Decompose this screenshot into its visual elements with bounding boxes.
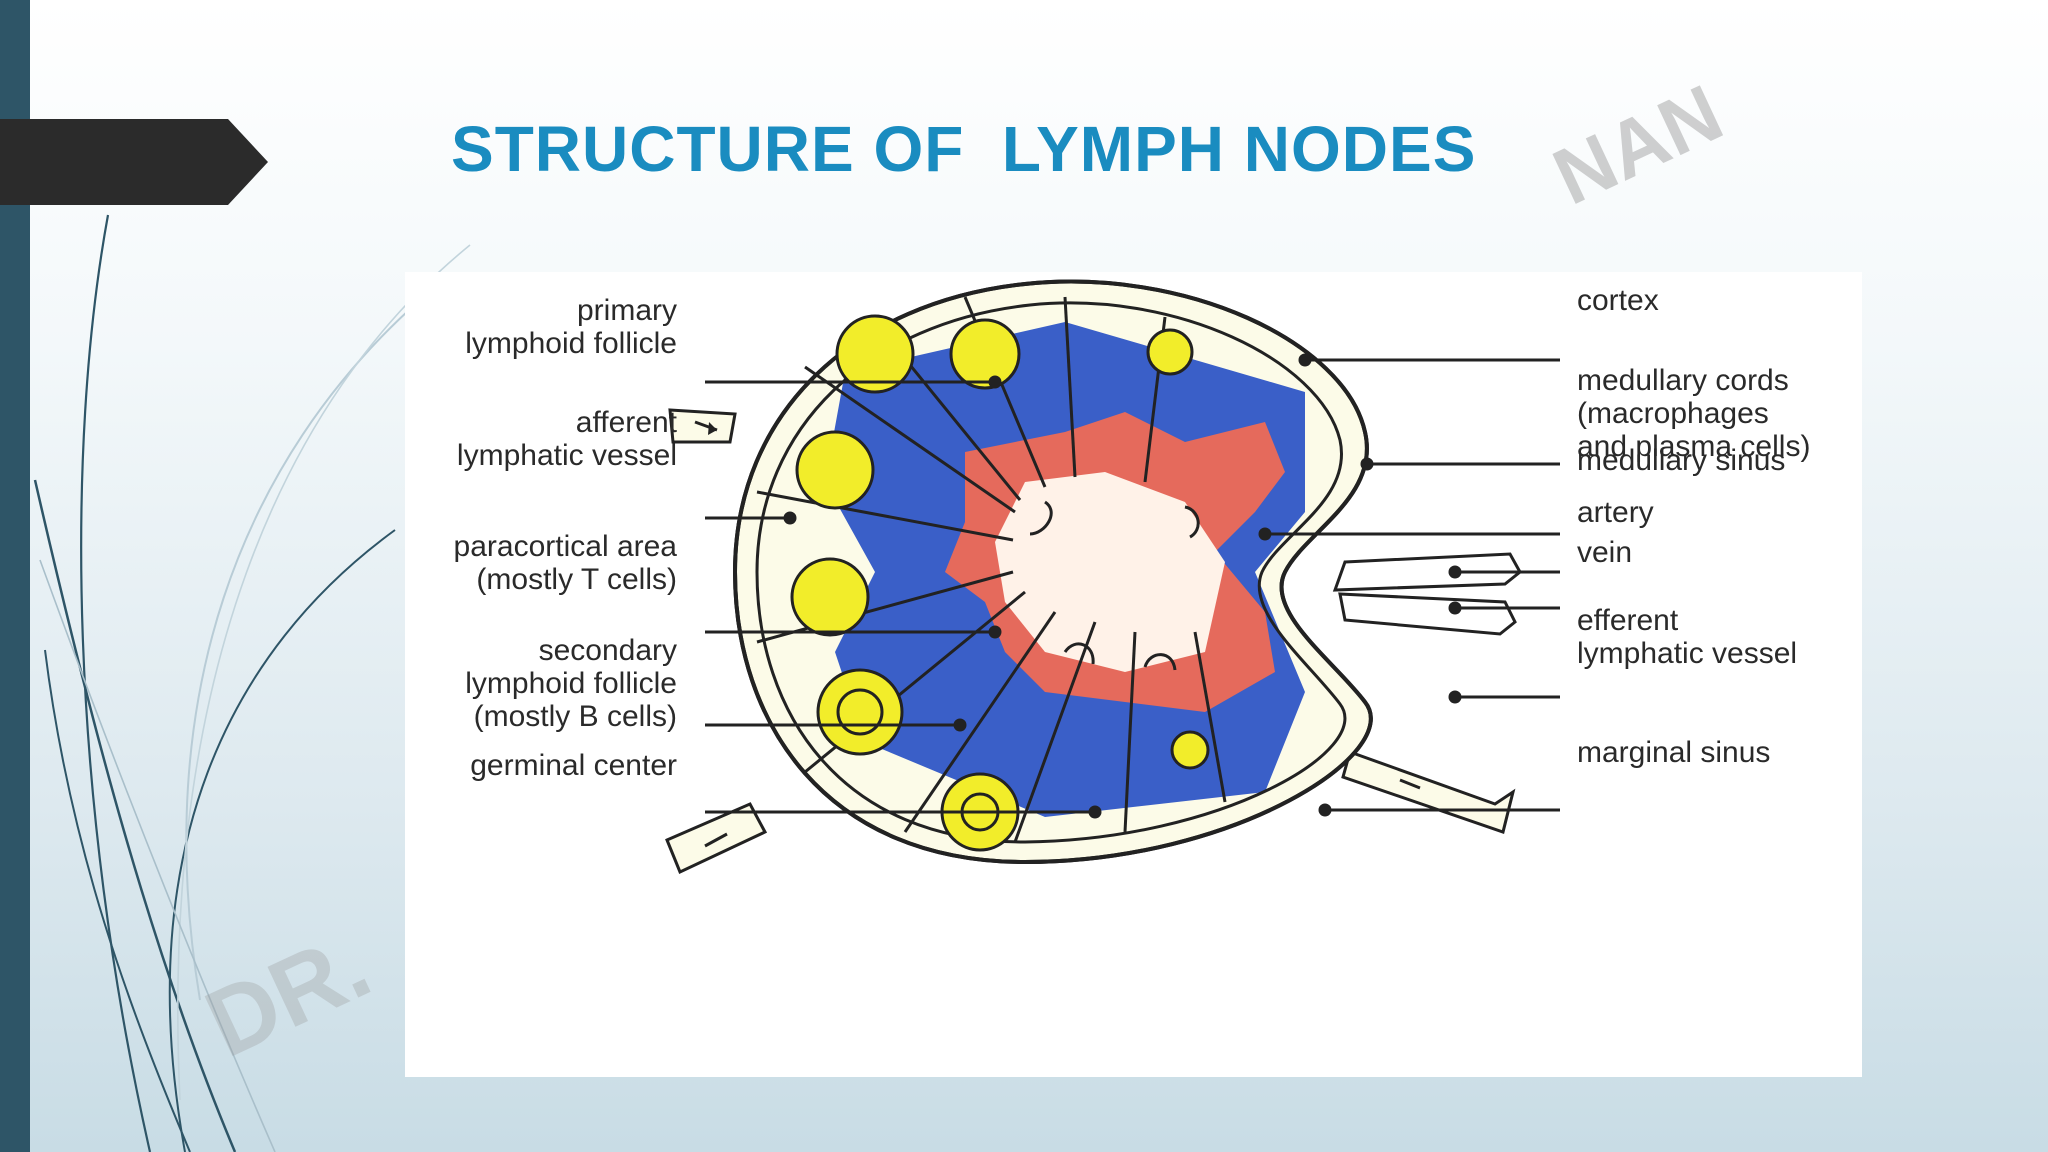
right-label-line: marginal sinus <box>1577 736 1770 769</box>
left-label-2: paracortical area(mostly T cells) <box>454 530 678 596</box>
left-label-line: lymphoid follicle <box>465 327 677 360</box>
afferent-vessel-lower <box>665 802 768 875</box>
left-label-line: lymphoid follicle <box>465 667 677 700</box>
right-label-line: (macrophages <box>1577 397 1769 430</box>
right-label-line: cortex <box>1577 284 1659 317</box>
watermark-text: NAN <box>1540 67 1736 222</box>
right-label-3: artery <box>1577 496 1654 529</box>
hilum-vessels <box>1332 552 1522 834</box>
left-label-line: germinal center <box>470 749 677 782</box>
slide-title: STRUCTURE OF LYMPH NODES <box>451 113 1477 185</box>
right-label-line: medullary sinus <box>1577 444 1785 477</box>
right-label-6: marginal sinus <box>1577 736 1770 769</box>
right-label-line: artery <box>1577 496 1654 529</box>
right-label-0: cortex <box>1577 284 1659 317</box>
left-label-line: (mostly B cells) <box>474 700 677 733</box>
left-label-line: afferent <box>576 406 678 439</box>
decorative-curves <box>33 214 471 1152</box>
right-label-line: efferent <box>1577 604 1679 637</box>
leader-lines <box>705 353 1560 819</box>
left-label-line: secondary <box>539 634 677 667</box>
right-label-4: vein <box>1577 536 1632 569</box>
right-label-line: lymphatic vessel <box>1577 637 1797 670</box>
title-tab-arrow <box>0 119 268 205</box>
afferent-vessel-upper <box>668 408 737 444</box>
left-label-line: (mostly T cells) <box>476 563 677 596</box>
left-label-line: primary <box>577 294 677 327</box>
left-label-line: paracortical area <box>454 530 678 563</box>
medullary-sinus-region <box>995 472 1225 672</box>
primary-follicle <box>835 314 915 394</box>
right-label-line: medullary cords <box>1577 364 1789 397</box>
right-label-line: and plasma cells) <box>1577 430 1810 463</box>
right-label-2: medullary sinus <box>1577 444 1785 477</box>
left-label-line: lymphatic vessel <box>457 439 677 472</box>
right-label-line: vein <box>1577 536 1632 569</box>
left-label-4: germinal center <box>470 749 677 782</box>
